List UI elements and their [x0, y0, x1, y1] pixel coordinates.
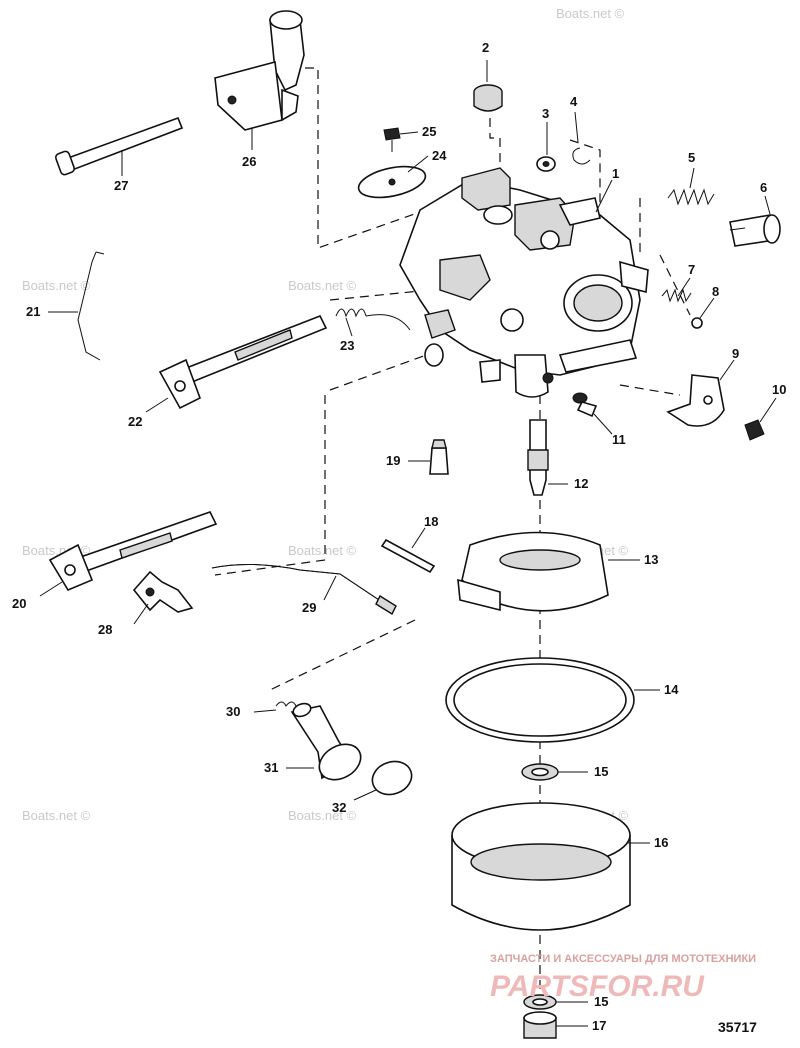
assembly-line	[305, 67, 441, 249]
part-3-washer	[536, 156, 556, 172]
part-22-throttle-shaft	[158, 314, 328, 410]
part-1-carburetor-body	[399, 167, 649, 398]
part-15-washer-upper	[521, 763, 559, 781]
part-13-float	[457, 531, 609, 612]
part-label-27: 27	[114, 178, 128, 193]
part-27-screw	[54, 116, 184, 176]
assembly-line	[269, 619, 416, 691]
part-8-ball	[691, 317, 703, 329]
part-5-spring	[667, 188, 715, 206]
part-label-26: 26	[242, 154, 256, 169]
part-label-25: 25	[422, 124, 436, 139]
part-28-lever	[132, 570, 194, 613]
assembly-line	[329, 289, 431, 301]
part-20-choke-shaft	[48, 511, 218, 592]
watermark-text: Boats.net ©	[22, 808, 91, 823]
part-14-gasket	[445, 657, 635, 743]
part-label-12: 12	[574, 476, 588, 491]
part-11-screw	[572, 392, 598, 418]
part-label-1: 1	[612, 166, 619, 181]
part-26-bracket	[214, 10, 305, 131]
part-23-spring	[335, 308, 411, 331]
part-label-19: 19	[386, 453, 400, 468]
part-label-21: 21	[26, 304, 40, 319]
part-29-fuel-line	[211, 563, 397, 616]
part-label-15-lower: 15	[594, 994, 608, 1009]
part-label-16: 16	[654, 835, 668, 850]
part-18-pin	[380, 538, 436, 574]
part-label-14: 14	[664, 682, 679, 697]
part-label-10: 10	[772, 382, 786, 397]
part-12-needle	[527, 419, 549, 496]
watermark-text: Boats.net ©	[288, 278, 357, 293]
figure-number: 35717	[718, 1019, 757, 1035]
part-label-9: 9	[732, 346, 739, 361]
brand-watermark: ЗАПЧАСТИ И АКСЕССУАРЫ ДЛЯ МОТОТЕХНИКИ PA…	[490, 953, 756, 1003]
part-7-spring	[661, 288, 692, 303]
assembly-line	[214, 395, 326, 576]
assembly-line	[659, 254, 691, 316]
part-9-arm	[666, 374, 725, 427]
watermark-text: Boats.net ©	[288, 808, 357, 823]
watermark-text: Boats.net ©	[556, 6, 625, 21]
part-label-6: 6	[760, 180, 767, 195]
part-label-23: 23	[340, 338, 354, 353]
part-16-float-bowl	[451, 802, 631, 931]
part-31-filter	[290, 702, 362, 781]
part-21-link-rod	[77, 251, 105, 361]
part-4-clip	[572, 147, 591, 165]
part-6-screw	[729, 214, 781, 247]
part-label-20: 20	[12, 596, 26, 611]
label-leaders	[39, 60, 777, 1027]
part-label-5: 5	[688, 150, 695, 165]
part-17-drain-plug	[523, 1011, 557, 1039]
part-32-gasket	[371, 760, 413, 796]
assembly-line	[619, 384, 681, 396]
part-label-29: 29	[302, 600, 316, 615]
assembly-line	[569, 139, 601, 205]
part-labels: 1 2 3 4 5 6 7 8 9 10 11 12 13 14 15 15 1…	[12, 40, 786, 1033]
part-label-3: 3	[542, 106, 549, 121]
part-label-11: 11	[612, 432, 626, 447]
part-label-30: 30	[226, 704, 240, 719]
part-label-8: 8	[712, 284, 719, 299]
part-label-4: 4	[570, 94, 578, 109]
part-label-32: 32	[332, 800, 346, 815]
part-2-plug	[473, 84, 503, 112]
part-label-24: 24	[432, 148, 447, 163]
assembly-line	[329, 349, 441, 391]
part-label-13: 13	[644, 552, 658, 567]
part-25-screw	[383, 127, 401, 152]
part-19-jet	[429, 439, 449, 475]
part-label-2: 2	[482, 40, 489, 55]
part-label-31: 31	[264, 760, 278, 775]
brand-logo: PARTSFOR.RU	[490, 970, 705, 1003]
part-30-clip	[275, 701, 297, 707]
part-label-15-upper: 15	[594, 764, 608, 779]
part-label-22: 22	[128, 414, 142, 429]
part-label-28: 28	[98, 622, 112, 637]
part-label-7: 7	[688, 262, 695, 277]
watermark-text: Boats.net ©	[22, 278, 91, 293]
part-24-plate	[357, 165, 427, 199]
part-label-18: 18	[424, 514, 438, 529]
part-10-screw	[744, 419, 765, 441]
watermark-text: Boats.net ©	[288, 543, 357, 558]
brand-tagline: ЗАПЧАСТИ И АКСЕССУАРЫ ДЛЯ МОТОТЕХНИКИ	[490, 953, 756, 965]
part-label-17: 17	[592, 1018, 606, 1033]
